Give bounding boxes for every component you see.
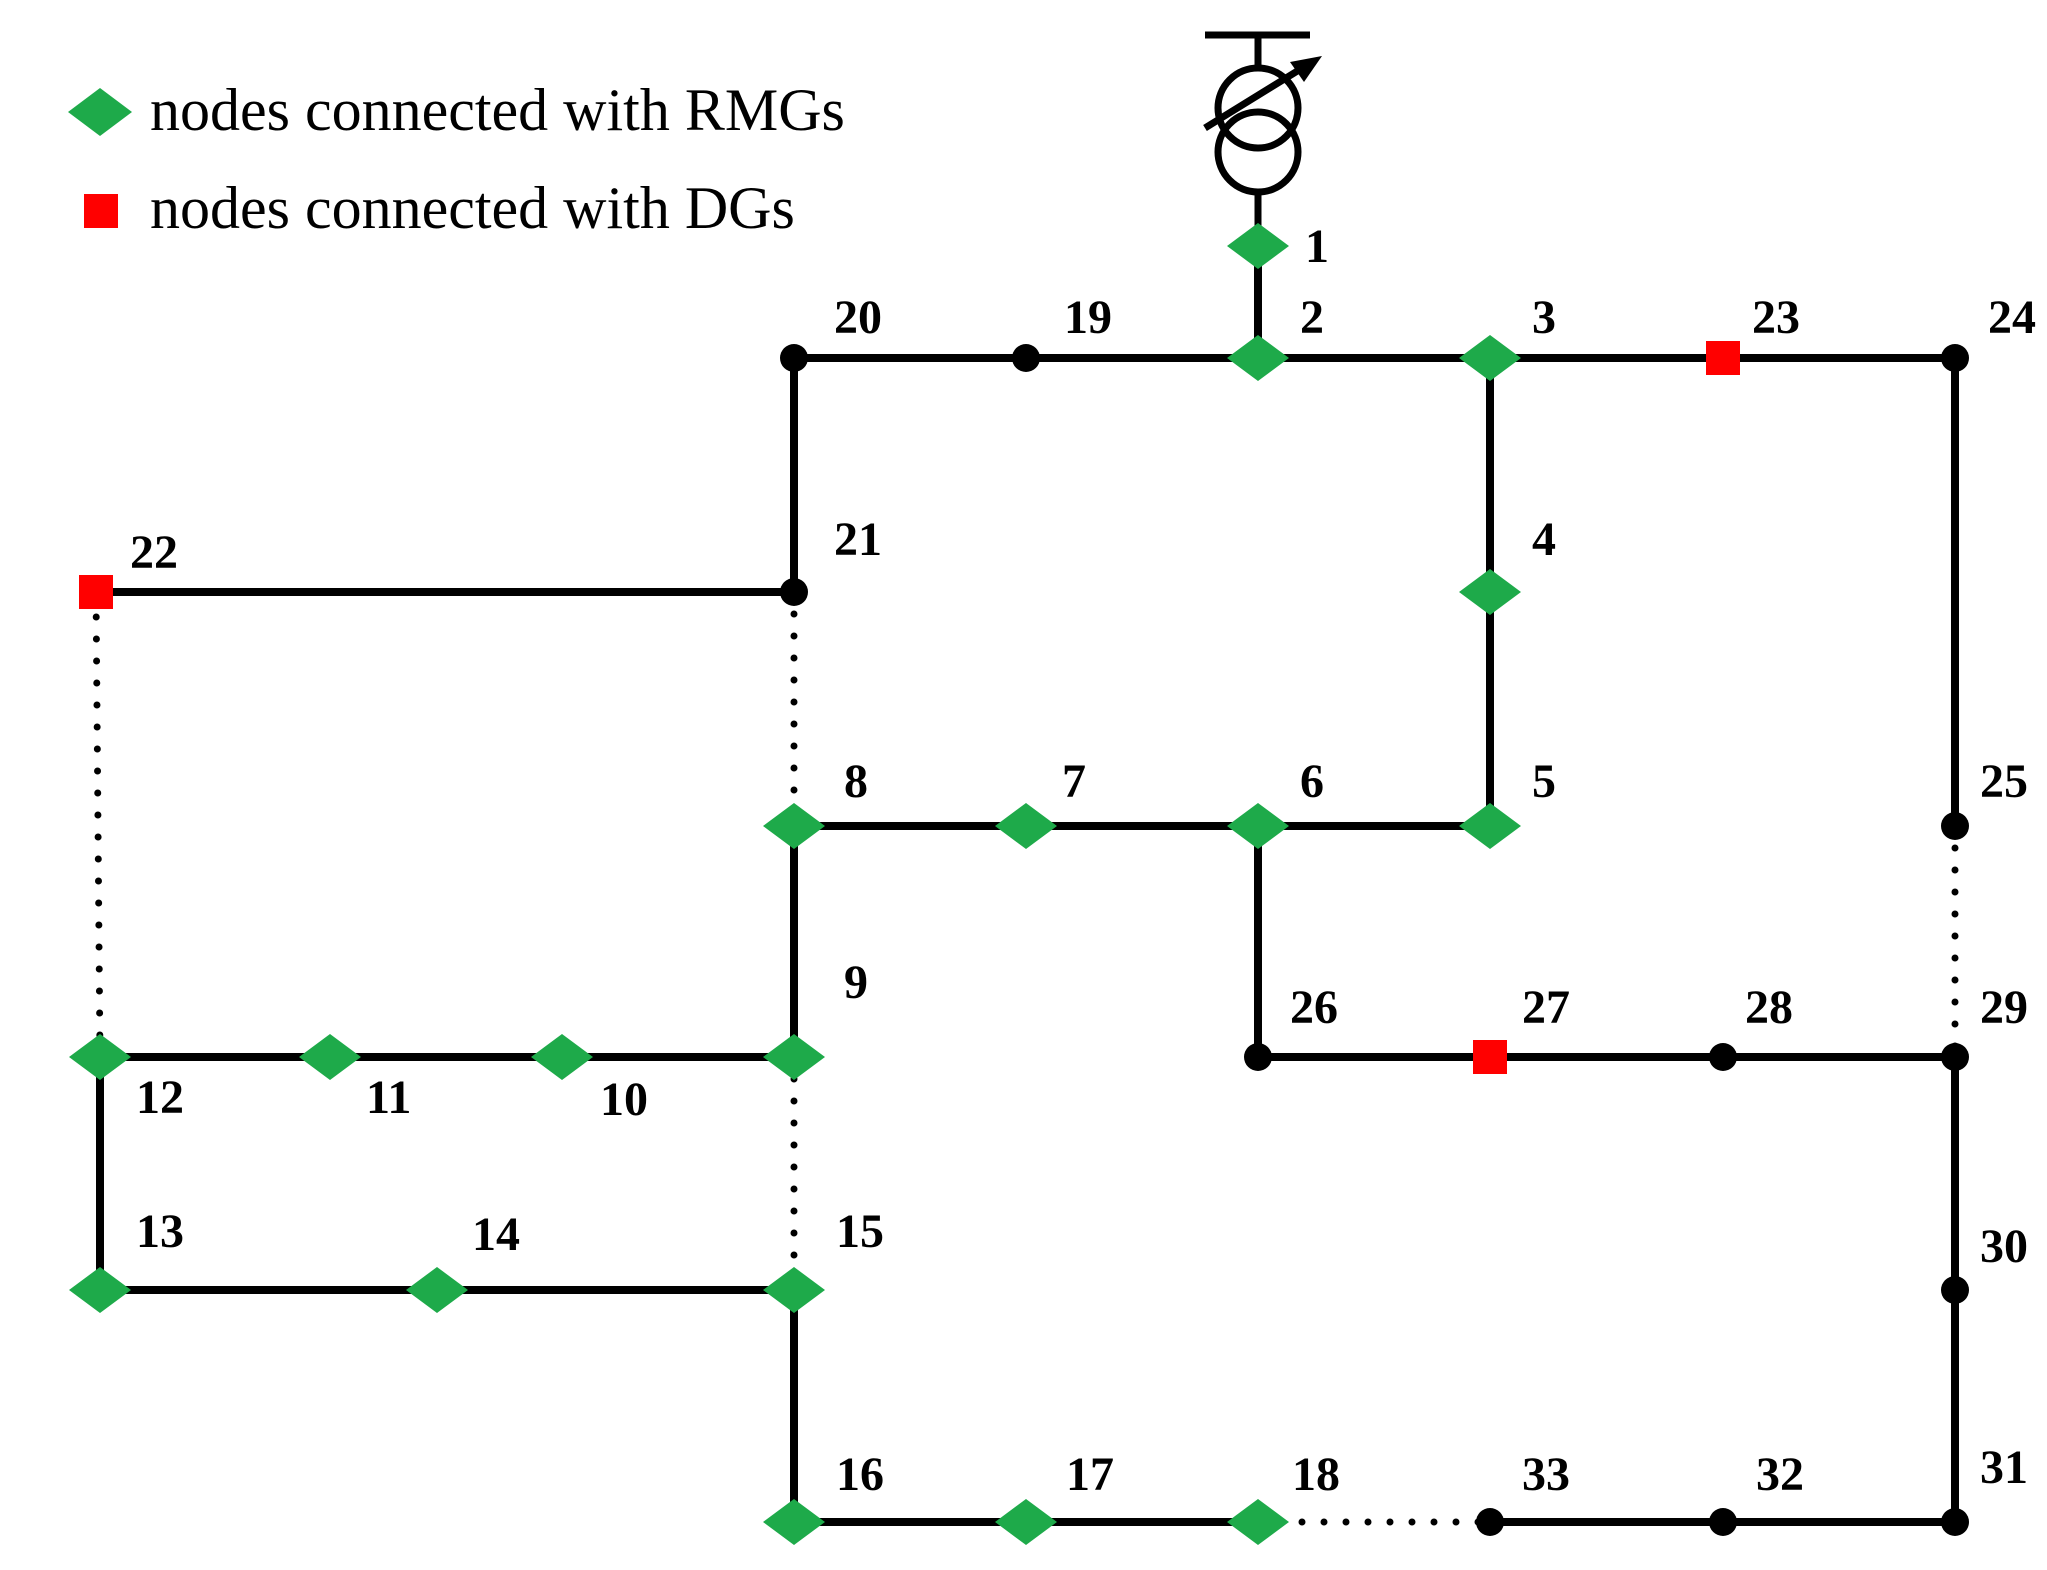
node-label-30: 30 — [1980, 1220, 2028, 1273]
node-label-3: 3 — [1532, 291, 1556, 344]
legend-dg-label: nodes connected with DGs — [150, 175, 795, 241]
node-label-20: 20 — [834, 291, 882, 344]
rmg-node-18 — [1227, 1499, 1289, 1545]
node-label-2: 2 — [1300, 291, 1324, 344]
legend: nodes connected with RMGs nodes connecte… — [68, 77, 845, 241]
bus-node-31 — [1941, 1508, 1969, 1536]
rmg-node-7 — [995, 803, 1057, 849]
node-label-4: 4 — [1532, 513, 1556, 566]
rmg-node-12 — [69, 1034, 131, 1080]
dg-node-23 — [1706, 341, 1740, 375]
rmg-node-15 — [763, 1267, 825, 1313]
node-label-1: 1 — [1305, 220, 1329, 273]
node-label-17: 17 — [1066, 1448, 1114, 1501]
dg-node-22 — [79, 575, 113, 609]
rmg-node-10 — [531, 1034, 593, 1080]
node-label-16: 16 — [836, 1448, 884, 1501]
rmg-node-2 — [1227, 335, 1289, 381]
bus-node-19 — [1012, 344, 1040, 372]
rmg-node-8 — [763, 803, 825, 849]
node-label-24: 24 — [1988, 291, 2036, 344]
node-label-25: 25 — [1980, 755, 2028, 808]
node-label-31: 31 — [1980, 1441, 2028, 1494]
node-label-21: 21 — [834, 513, 882, 566]
dg-node-27 — [1473, 1040, 1507, 1074]
node-label-15: 15 — [836, 1205, 884, 1258]
rmg-node-9 — [763, 1034, 825, 1080]
node-label-7: 7 — [1062, 755, 1086, 808]
bus-node-28 — [1709, 1043, 1737, 1071]
rmg-node-13 — [69, 1267, 131, 1313]
bus-node-21 — [780, 578, 808, 606]
node-label-12: 12 — [136, 1071, 184, 1124]
node-label-11: 11 — [366, 1071, 411, 1124]
node-label-32: 32 — [1756, 1448, 1804, 1501]
node-label-19: 19 — [1064, 291, 1112, 344]
rmg-node-14 — [406, 1267, 468, 1313]
node-label-18: 18 — [1292, 1448, 1340, 1501]
node-label-10: 10 — [600, 1073, 648, 1126]
rmg-node-5 — [1459, 803, 1521, 849]
bus-node-25 — [1941, 812, 1969, 840]
node-label-6: 6 — [1300, 755, 1324, 808]
node-label-33: 33 — [1522, 1448, 1570, 1501]
node-label-28: 28 — [1745, 981, 1793, 1034]
node-label-13: 13 — [136, 1205, 184, 1258]
rmg-node-3 — [1459, 335, 1521, 381]
node-label-9: 9 — [844, 956, 868, 1009]
bus-node-30 — [1941, 1276, 1969, 1304]
tie-line-12-22 — [92, 588, 104, 1061]
legend-rmg-label: nodes connected with RMGs — [150, 77, 845, 143]
node-label-27: 27 — [1522, 981, 1570, 1034]
substation-transformer-icon — [1203, 31, 1322, 246]
node-label-22: 22 — [130, 526, 178, 579]
node-label-23: 23 — [1752, 291, 1800, 344]
rmg-node-6 — [1227, 803, 1289, 849]
rmg-node-11 — [299, 1034, 361, 1080]
bus-node-29 — [1941, 1043, 1969, 1071]
node-label-26: 26 — [1290, 981, 1338, 1034]
nodes — [69, 223, 1969, 1545]
rmg-node-1 — [1227, 223, 1289, 269]
rmg-node-4 — [1459, 569, 1521, 615]
legend-dg-marker — [84, 194, 118, 228]
bus-node-33 — [1476, 1508, 1504, 1536]
rmg-node-16 — [763, 1499, 825, 1545]
node-label-5: 5 — [1532, 755, 1556, 808]
node-label-29: 29 — [1980, 981, 2028, 1034]
bus-node-26 — [1244, 1043, 1272, 1071]
node-label-14: 14 — [472, 1208, 520, 1261]
legend-rmg-marker — [68, 88, 132, 136]
bus-node-24 — [1941, 344, 1969, 372]
rmg-node-17 — [995, 1499, 1057, 1545]
branches — [92, 246, 1959, 1526]
node-label-8: 8 — [844, 755, 868, 808]
bus-node-32 — [1709, 1508, 1737, 1536]
bus-node-20 — [780, 344, 808, 372]
